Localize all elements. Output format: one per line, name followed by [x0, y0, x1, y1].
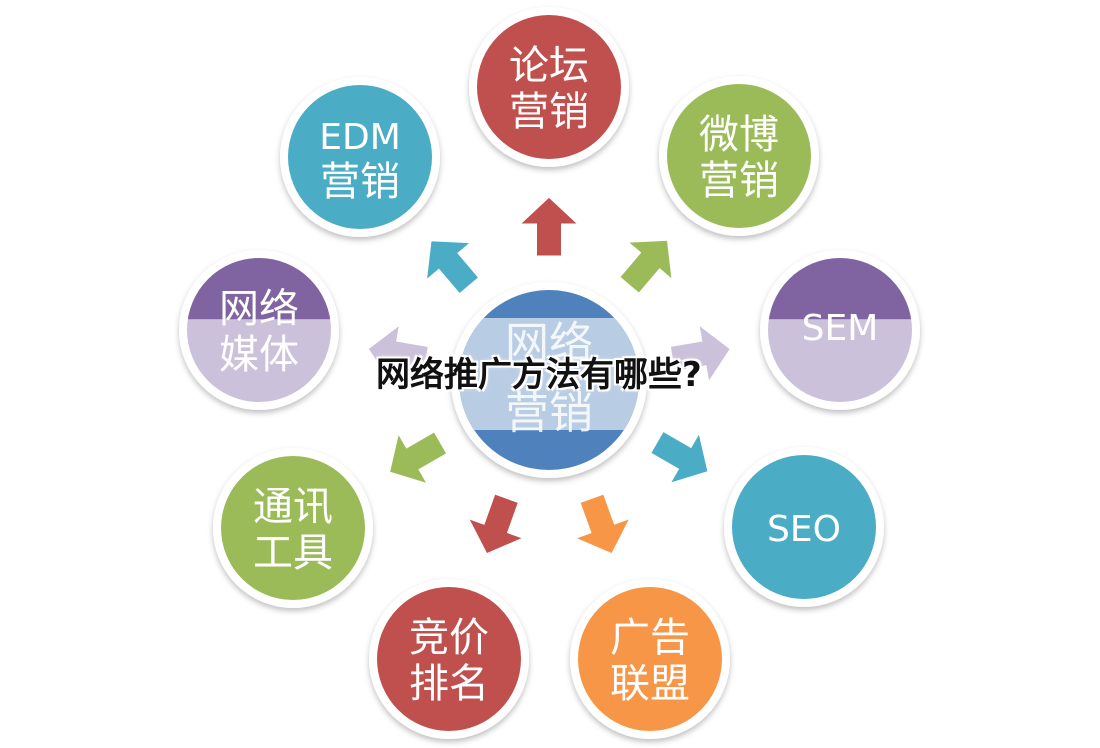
arrow-to-weibo	[617, 238, 674, 296]
node-media-line2: 媒体	[219, 332, 299, 378]
node-media-line1: 网络	[219, 286, 299, 332]
arrow-to-im-tools	[387, 429, 449, 487]
node-seo: SEO	[724, 447, 884, 607]
arrow-to-edm	[424, 239, 481, 296]
arrow-to-ad-union	[571, 492, 633, 556]
node-ad-union-line1: 广告	[610, 615, 690, 661]
arrow-to-bidding	[465, 492, 527, 556]
arrow-to-forum	[516, 195, 582, 258]
node-bidding-line2: 排名	[409, 661, 489, 707]
arrow-to-media	[366, 321, 430, 386]
arrows-layer	[366, 195, 733, 556]
node-weibo-line1: 微博	[699, 112, 779, 158]
arrow-to-sem	[668, 321, 733, 386]
node-ad-union-line2: 联盟	[610, 661, 690, 707]
node-im-tools-line2: 工具	[253, 530, 333, 576]
node-weibo-line2: 营销	[699, 158, 779, 204]
page-title: 网络推广方法有哪些?	[376, 355, 702, 395]
node-forum-line1: 论坛	[509, 43, 589, 89]
node-im-tools-line1: 通讯	[253, 484, 333, 530]
node-sem-label: SEM	[802, 308, 879, 349]
node-edm-line1: EDM	[319, 117, 401, 158]
center-line1: 网络	[505, 318, 593, 369]
node-seo-label: SEO	[767, 509, 841, 550]
node-sem: SEM	[760, 250, 920, 410]
arrow-to-seo	[648, 429, 710, 486]
node-edm-line2: 营销	[320, 159, 400, 205]
nodes-layer: 论坛营销微博营销SEMSEO广告联盟竞价排名通讯工具网络媒体EDM营销	[179, 7, 920, 739]
node-bidding-line1: 竞价	[409, 615, 489, 661]
node-forum-line2: 营销	[509, 89, 589, 135]
center-line2: 营销	[505, 388, 593, 439]
